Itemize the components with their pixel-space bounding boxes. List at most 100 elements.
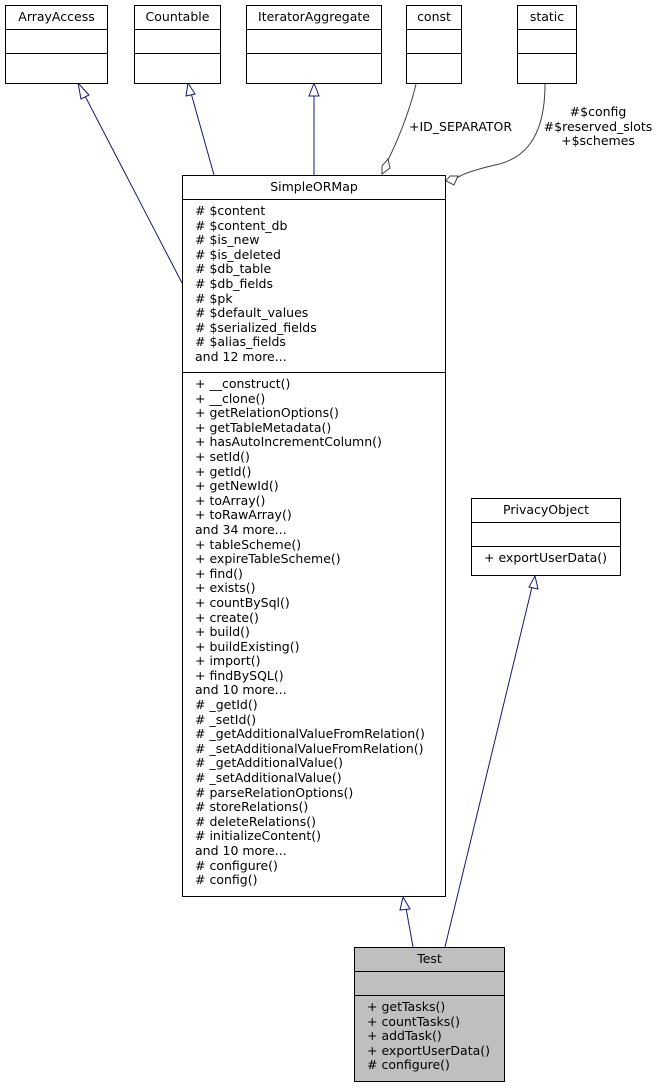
method-item: + getRelationOptions() [195,405,339,421]
class-const[interactable]: const [406,5,462,84]
attribute-item: # $content_db [195,217,288,233]
attribute-item: # $db_table [195,261,272,277]
method-item: + exists() [195,580,256,596]
edge-arrayaccess-simpleormap [83,93,183,284]
attribute-item: # $is_new [195,232,260,248]
edge-simpleormap-test [405,907,414,948]
method-item: + find() [195,565,243,581]
method-item: + setId() [195,448,250,464]
method-item: + toArray() [195,492,266,508]
attributes-section [472,523,620,547]
methods-section: + getTasks()+ countTasks()+ addTask()+ e… [355,996,504,1077]
attributes-section [247,30,381,54]
method-item: + exportUserData() [484,550,608,565]
attributes-section [6,30,107,54]
arrowhead-simpleormap [399,895,411,911]
class-test[interactable]: Test + getTasks()+ countTasks()+ addTask… [354,947,505,1082]
method-item: and 10 more... [195,682,287,698]
method-item: + getTasks() [367,999,446,1014]
arrowhead-arrayaccess [77,81,90,100]
attribute-item: # $db_fields [195,275,274,291]
method-item: # _getAdditionalValue() [195,755,344,771]
method-item: + addTask() [367,1028,442,1044]
label-line: #$reserved_slots [543,118,653,134]
method-item: + build() [195,624,250,640]
method-item: + hasAutoIncrementColumn() [195,434,382,450]
methods-section [135,54,220,78]
label-line: +$schemes [561,133,635,149]
method-item: + countBySql() [195,594,290,610]
class-title: static [518,6,576,30]
method-item: + expireTableScheme() [195,551,341,567]
method-item: and 10 more... [195,843,287,858]
methods-section: + __construct()+ __clone()+ getRelationO… [183,373,445,892]
method-item: # _getId() [195,697,258,713]
attribute-item: # $pk [195,290,233,306]
class-arrayaccess[interactable]: ArrayAccess [5,5,108,84]
methods-section [6,54,107,78]
class-title: PrivacyObject [472,499,620,523]
edge-static-simpleormap [456,83,546,179]
edge-const-simpleormap [387,83,417,161]
method-item: + tableScheme() [195,536,302,552]
label-id-separator: +ID_SEPARATOR [409,119,513,134]
class-title: Test [355,948,504,972]
label-line: #$config [569,104,627,119]
method-item: + getTableMetadata() [195,419,332,435]
methods-section [407,54,461,78]
attributes-section [355,972,504,996]
class-iteratoraggregate[interactable]: IteratorAggregate [246,5,382,84]
arrowhead-iteratoraggregate [308,81,320,97]
method-item: # _setAdditionalValue() [195,770,342,786]
method-item: + buildExisting() [195,638,300,654]
method-item: + __clone() [195,390,266,406]
edge-countable-simpleormap [190,92,215,176]
diamond-static [445,175,459,186]
method-item: + toRawArray() [195,507,292,523]
arrowhead-countable [185,81,196,97]
method-item: + import() [195,653,261,669]
methods-section [518,54,576,78]
label-static-members: #$config #$reserved_slots +$schemes [536,104,660,149]
class-title: const [407,6,461,30]
method-item: # storeRelations() [195,799,309,815]
method-item: + create() [195,609,259,625]
class-title: IteratorAggregate [247,6,381,30]
attribute-item: and 12 more... [195,348,287,364]
arrowhead-privacyobject [528,574,539,590]
diamond-const [381,157,391,175]
method-item: + findBySQL() [195,667,284,683]
method-item: # _setAdditionalValueFromRelation() [195,740,424,756]
attribute-item: # $alias_fields [195,334,286,350]
edge-privacyobject-test [444,586,533,948]
method-item: + getId() [195,463,252,479]
method-item: # configure() [367,1057,450,1073]
class-countable[interactable]: Countable [134,5,221,84]
attributes-section [135,30,220,54]
class-title: SimpleORMap [183,176,445,200]
attribute-item: # $default_values [195,305,309,321]
attributes-section [518,30,576,54]
attribute-item: # $serialized_fields [195,319,317,335]
method-item: # _setId() [195,711,257,727]
class-privacyobject[interactable]: PrivacyObject + exportUserData() [471,498,621,576]
class-title: Countable [135,6,220,30]
attributes-section: # $content# $content_db# $is_new# $is_de… [183,200,445,373]
class-static[interactable]: static [517,5,577,84]
method-item: # config() [195,872,258,888]
method-item: and 34 more... [195,521,287,537]
method-item: + __construct() [195,376,291,391]
method-item: # initializeContent() [195,828,322,844]
attributes-section [407,30,461,54]
class-title: ArrayAccess [6,6,107,30]
method-item: # _getAdditionalValueFromRelation() [195,726,425,742]
method-item: # deleteRelations() [195,813,316,829]
class-simpleormap[interactable]: SimpleORMap # $content# $content_db# $is… [182,175,446,897]
attribute-item: # $is_deleted [195,246,281,262]
method-item: + getNewId() [195,478,279,494]
methods-section: + exportUserData() [472,547,620,570]
method-item: + exportUserData() [367,1042,491,1058]
method-item: + countTasks() [367,1013,460,1029]
